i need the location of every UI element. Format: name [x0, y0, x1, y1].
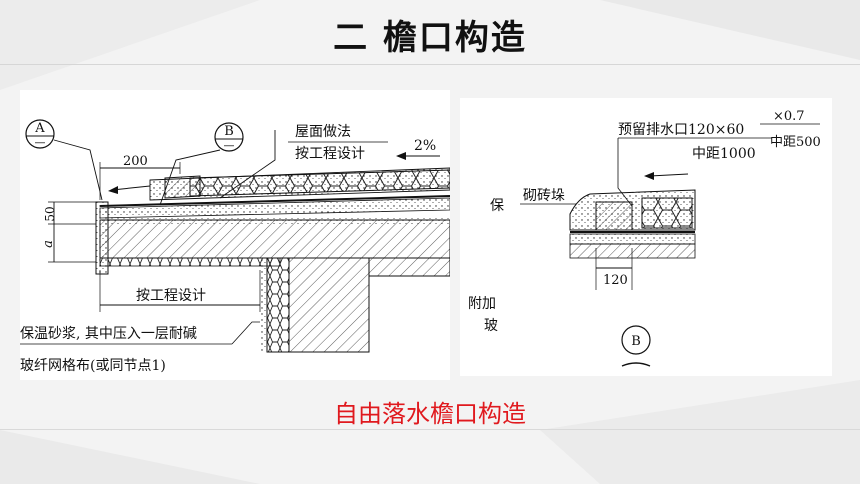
svg-text:—: — — [224, 139, 235, 152]
figure-caption: 自由落水檐口构造 — [334, 400, 526, 428]
callout-a: A — — [25, 119, 55, 149]
cut-bao: 保 — [490, 198, 504, 214]
note-line-2: 玻纤网格布(或同节点1) — [20, 358, 166, 374]
slope-label: 2% — [414, 138, 436, 154]
cut-bo: 玻 — [484, 318, 498, 334]
svg-text:A: A — [34, 121, 45, 136]
eave-detail-drawing-right: ×0.7 中距500 预留排水口120×60 中距1000 砌砖垛 保 120 … — [460, 98, 832, 376]
callout-b: B — — [214, 122, 244, 152]
brick-ridge-label: 砌砖垛 — [523, 188, 565, 204]
dim-50: 50 — [43, 206, 57, 221]
title-divider — [0, 64, 860, 65]
slide-title: 二 檐口构造 — [333, 18, 527, 58]
callout-b-right: B — [621, 325, 651, 355]
drain-label: 预留排水口120×60 — [618, 122, 744, 138]
svg-text:B: B — [631, 334, 641, 349]
spacing-label: 中距1000 — [692, 146, 756, 162]
roof-method-label: 屋面做法 — [295, 124, 351, 140]
note-line-1: 保温砂浆, 其中压入一层耐碱 — [20, 326, 197, 342]
cut-label-2: 中距500 — [770, 135, 821, 150]
svg-text:—: — — [35, 136, 46, 149]
eave-detail-drawing-left: A — B — 屋面做法 按工程设计 2% 200 — [20, 90, 450, 380]
bottom-divider — [0, 429, 860, 430]
cut-fujia: 附加 — [468, 296, 496, 312]
dim-120: 120 — [603, 273, 628, 288]
dim-200: 200 — [123, 154, 148, 169]
per-design-label-bottom: 按工程设计 — [136, 288, 206, 304]
svg-text:B: B — [224, 124, 234, 139]
per-design-label-top: 按工程设计 — [295, 146, 365, 162]
dim-a: a — [41, 240, 56, 248]
cut-label-1: ×0.7 — [773, 109, 805, 124]
